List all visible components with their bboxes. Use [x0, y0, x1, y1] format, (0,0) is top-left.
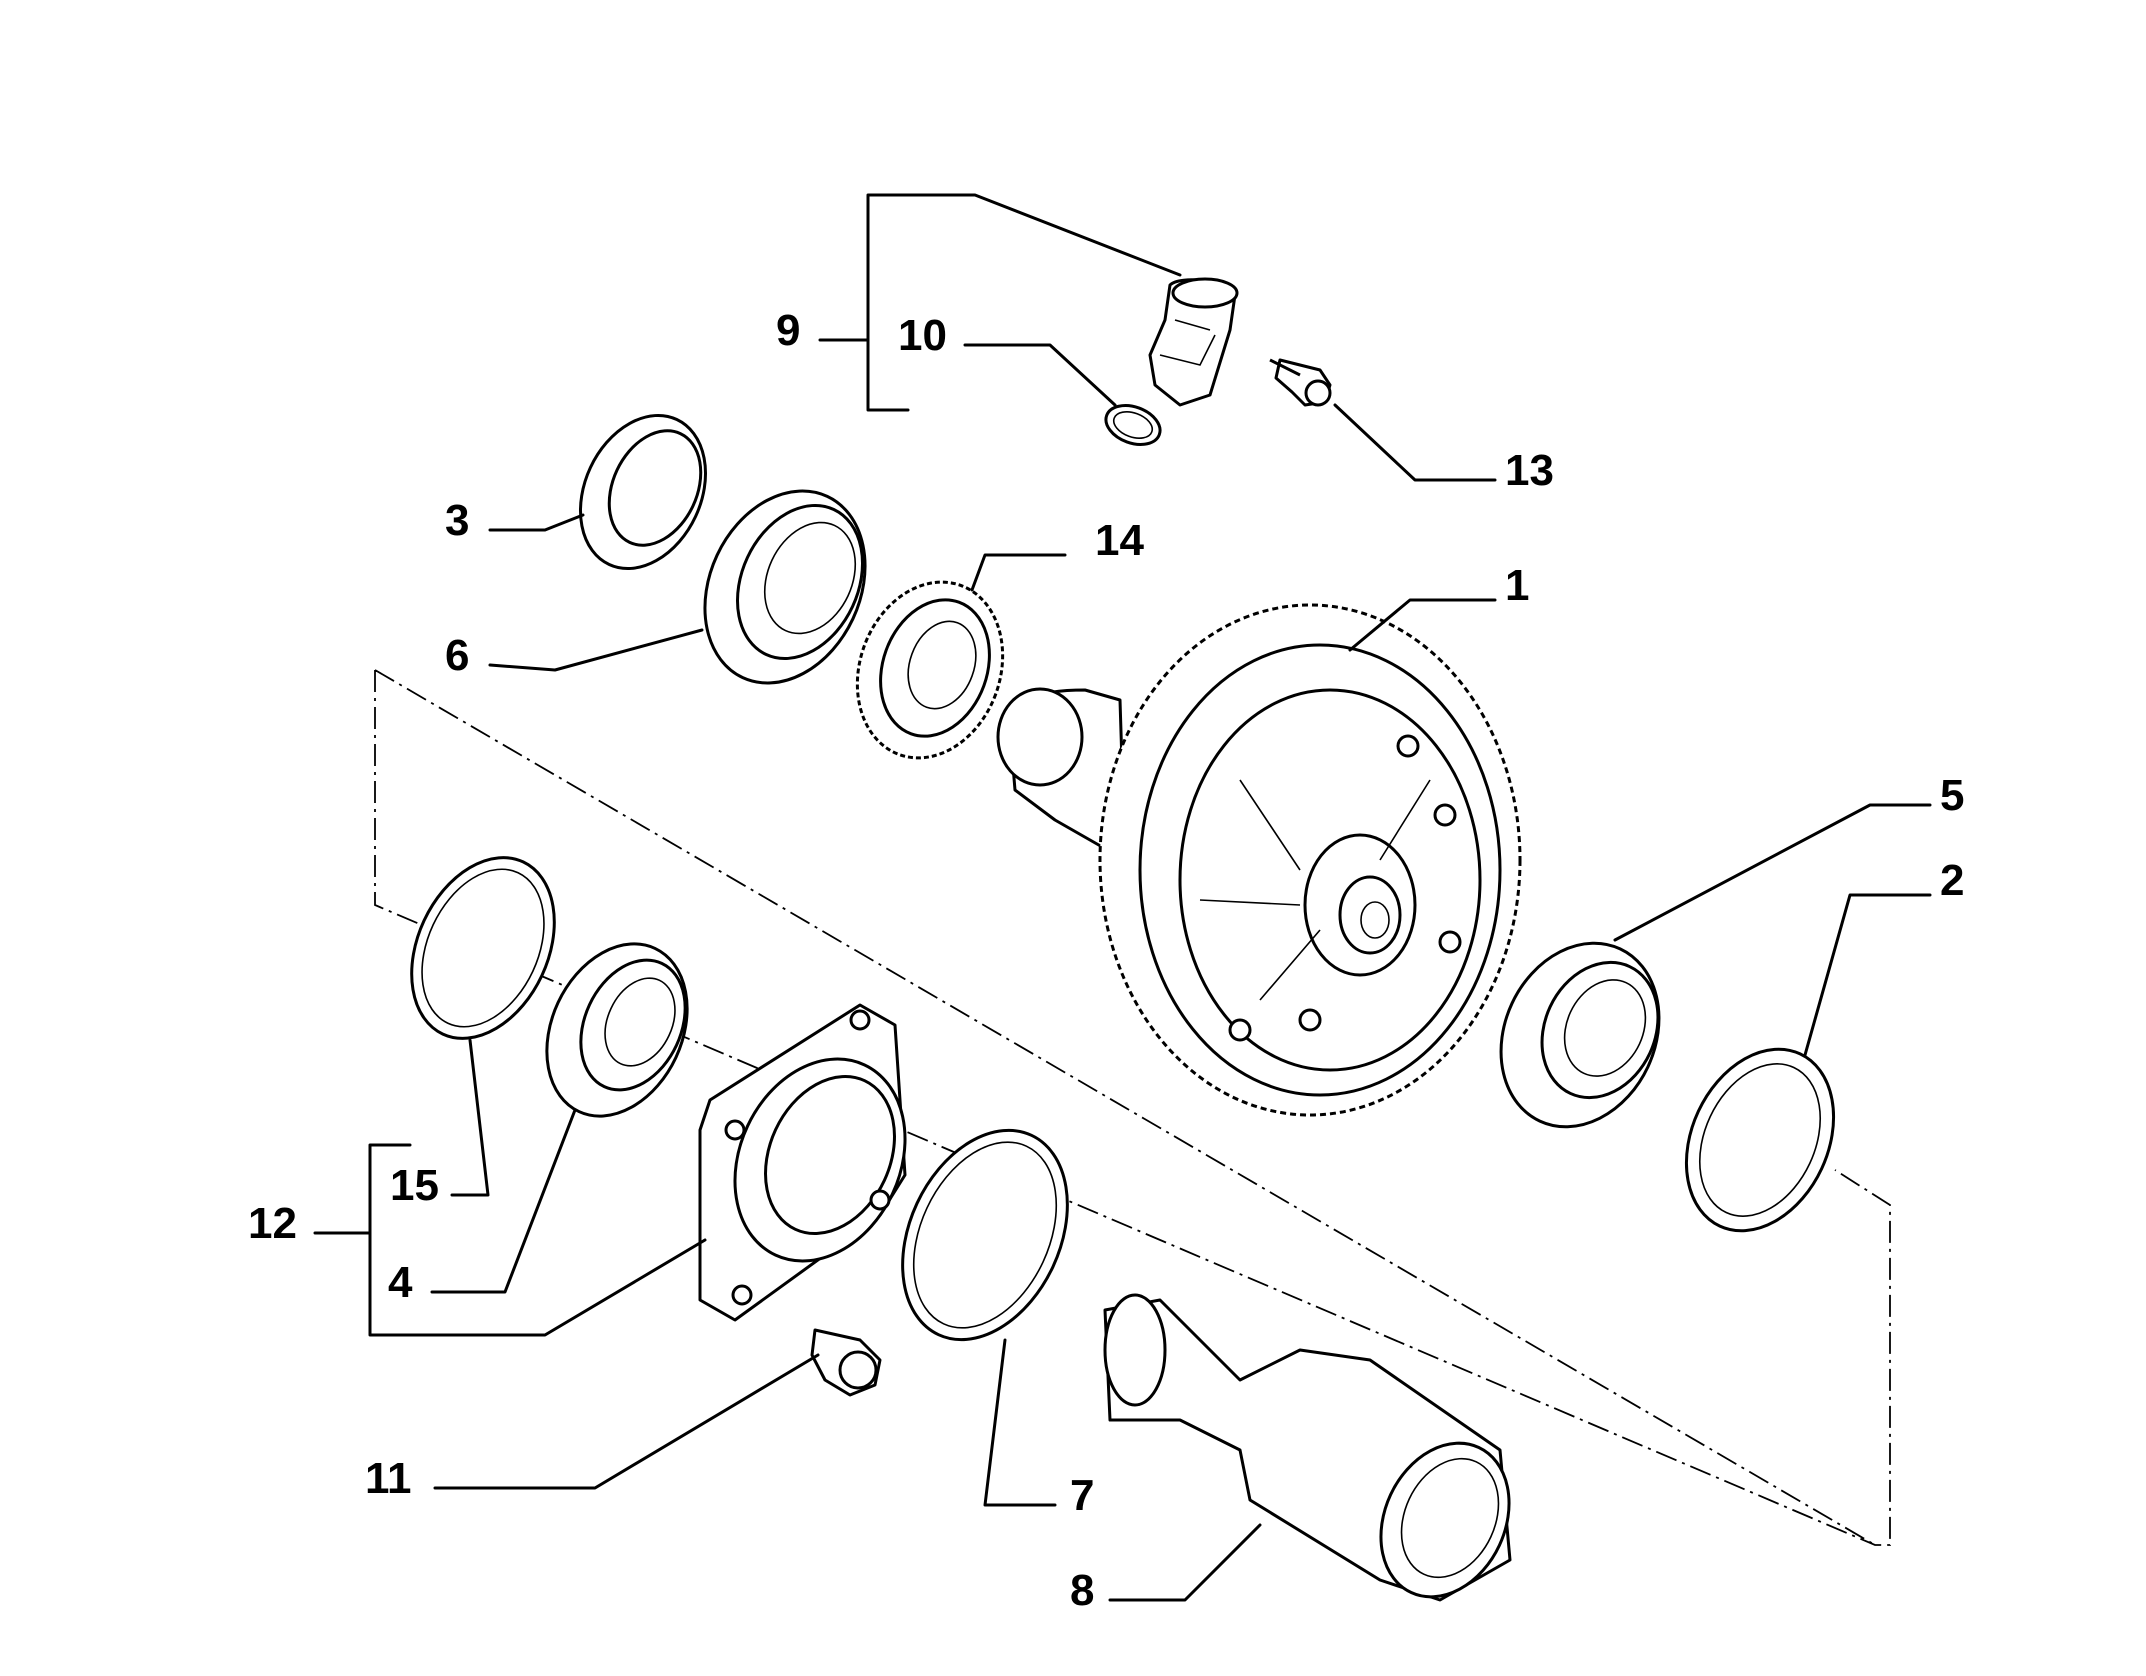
- flange-bolt: [810, 1328, 882, 1397]
- seal-ring-right: [1684, 1047, 1836, 1233]
- leader-10: [963, 343, 1117, 407]
- callout-15: 15: [390, 1161, 439, 1210]
- bearing-lower-left: [545, 942, 689, 1118]
- callout-8: 8: [1070, 1566, 1094, 1615]
- leader-5: [1613, 803, 1932, 942]
- o-ring-small: [1104, 404, 1162, 446]
- callout-9: 9: [776, 306, 800, 355]
- small-bolt-top: [1269, 358, 1332, 407]
- bearing-right: [1499, 941, 1661, 1129]
- leader-9: [818, 193, 1182, 412]
- callout-4: 4: [388, 1258, 413, 1307]
- leader-lines: [313, 193, 1932, 1602]
- leader-15: [450, 1038, 490, 1197]
- callout-11: 11: [365, 1454, 412, 1503]
- sensor-housing: [1148, 277, 1239, 407]
- leader-4: [430, 1108, 577, 1294]
- callout-13: 13: [1505, 446, 1554, 495]
- callout-3: 3: [445, 496, 469, 545]
- callout-labels: 1 2 3 4 5 6 7 8 9 10 11 12 13 14 15: [248, 306, 1964, 1615]
- callout-10: 10: [898, 311, 947, 360]
- leader-12: [313, 1143, 707, 1337]
- differential-ring-gear: [996, 603, 1522, 1117]
- tapered-bearing-top: [703, 489, 867, 685]
- callout-1: 1: [1505, 561, 1529, 610]
- callout-12: 12: [248, 1199, 297, 1248]
- leader-1: [1348, 598, 1497, 652]
- callout-5: 5: [1940, 771, 1964, 820]
- leader-13: [1333, 403, 1497, 482]
- leader-3: [488, 513, 585, 532]
- drive-gear-small: [855, 580, 1005, 760]
- leader-8: [1108, 1523, 1262, 1602]
- assembly-boundary-line: [374, 669, 1891, 1546]
- leader-7: [983, 1338, 1057, 1507]
- leader-14: [970, 553, 1067, 592]
- callout-14: 14: [1095, 516, 1144, 565]
- callout-7: 7: [1070, 1471, 1094, 1520]
- circlip: [901, 1128, 1069, 1342]
- bearing-flange: [698, 1003, 907, 1322]
- leader-2: [1803, 893, 1932, 1057]
- drive-shaft-joint: [1103, 1293, 1512, 1602]
- shim-ring: [410, 856, 556, 1040]
- leader-6: [488, 628, 704, 672]
- seal-top-left: [579, 413, 707, 571]
- callout-2: 2: [1940, 856, 1964, 905]
- callout-6: 6: [445, 631, 469, 680]
- leader-11: [433, 1353, 820, 1490]
